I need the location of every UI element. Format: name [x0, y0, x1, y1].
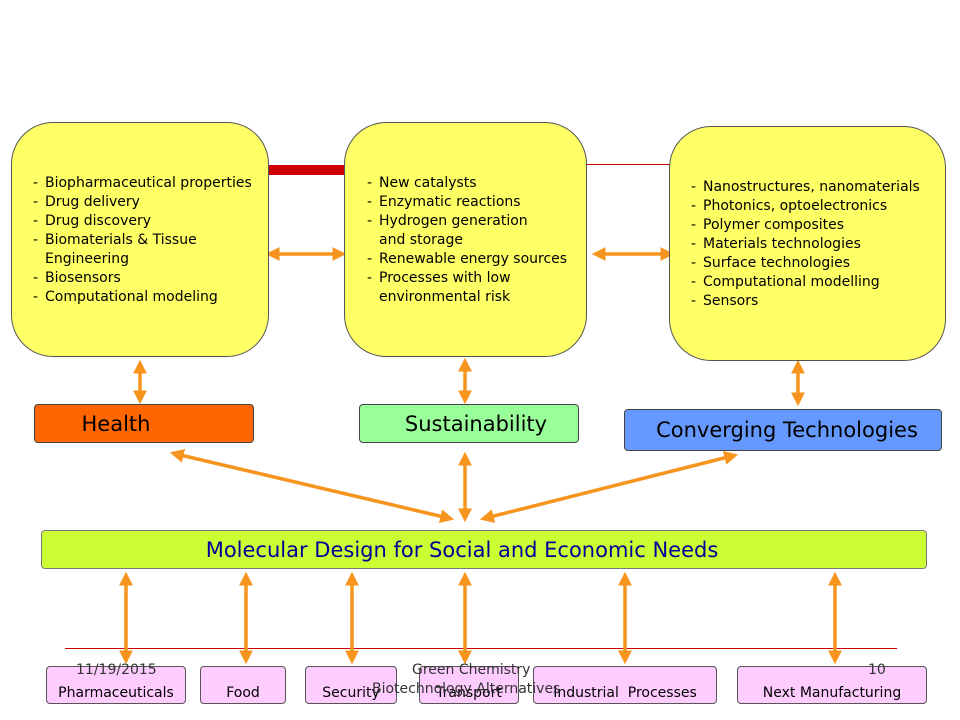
list-item: Biomaterials & Tissue — [33, 231, 252, 250]
list-item: Polymer composites — [691, 216, 920, 235]
footer-page-number: 10 — [868, 662, 886, 678]
list-item: Biosensors — [33, 269, 252, 288]
footer-title-line2: Biotechnology Alternatives — [372, 681, 561, 697]
sustainability-label: Sustainability — [359, 404, 579, 443]
bottom-box-security: Security — [305, 666, 397, 704]
list-item: New catalysts — [367, 174, 567, 193]
list-item: Computational modeling — [33, 288, 252, 307]
list-item: Materials technologies — [691, 235, 920, 254]
bottom-box-pharmaceuticals: Pharmaceuticals — [46, 666, 186, 704]
bottom-label: Industrial Processes — [553, 685, 697, 701]
bottom-box-industrial: Industrial Processes — [533, 666, 717, 704]
list-item: Photonics, optoelectronics — [691, 197, 920, 216]
central-banner: Molecular Design for Social and Economic… — [41, 530, 927, 569]
list-item: Renewable energy sources — [367, 250, 567, 269]
footer-date: 11/19/2015 — [76, 662, 157, 678]
arrow-health-central — [169, 448, 455, 524]
list-item: Hydrogen generation — [367, 212, 567, 231]
bottom-box-manufacturing: Next Manufacturing — [737, 666, 927, 704]
list-item: Processes with low — [367, 269, 567, 288]
list-item: Drug delivery — [33, 193, 252, 212]
list-item: Surface technologies — [691, 254, 920, 273]
bottom-box-food: Food — [200, 666, 286, 704]
list-item: Drug discovery — [33, 212, 252, 231]
health-label-text: Health — [81, 411, 151, 436]
accent-line — [586, 164, 670, 165]
topic-list-sustainability: New catalysts Enzymatic reactions Hydrog… — [367, 174, 567, 307]
central-banner-text: Molecular Design for Social and Economic… — [205, 537, 719, 562]
list-item: Enzymatic reactions — [367, 193, 567, 212]
converging-label: Converging Technologies — [624, 409, 942, 451]
health-label: Health — [34, 404, 254, 443]
arrow-converging-central — [479, 451, 739, 523]
topic-list-health: Biopharmaceutical properties Drug delive… — [33, 174, 252, 307]
list-item: Computational modelling — [691, 273, 920, 292]
converging-label-text: Converging Technologies — [656, 418, 918, 442]
bottom-label: Security — [322, 685, 380, 701]
bottom-label: Pharmaceuticals — [58, 685, 174, 701]
bottom-rule — [65, 648, 897, 649]
list-item: Biopharmaceutical properties — [33, 174, 252, 193]
bottom-label: Food — [226, 685, 260, 701]
list-item: Engineering — [45, 251, 129, 267]
list-item: and storage — [379, 232, 463, 248]
bottom-label: Transport — [436, 685, 502, 701]
topic-box-sustainability — [344, 122, 587, 357]
list-item: Sensors — [691, 292, 920, 311]
bottom-box-transport: Transport — [419, 666, 519, 704]
list-item: environmental risk — [379, 289, 511, 305]
topic-list-converging: Nanostructures, nanomaterials Photonics,… — [691, 178, 920, 311]
footer-title-line1: Green Chemistry — [412, 662, 531, 678]
accent-bar — [268, 165, 344, 175]
list-item: Nanostructures, nanomaterials — [691, 178, 920, 197]
bottom-label: Next Manufacturing — [762, 685, 902, 701]
sustainability-label-text: Sustainability — [404, 411, 548, 436]
